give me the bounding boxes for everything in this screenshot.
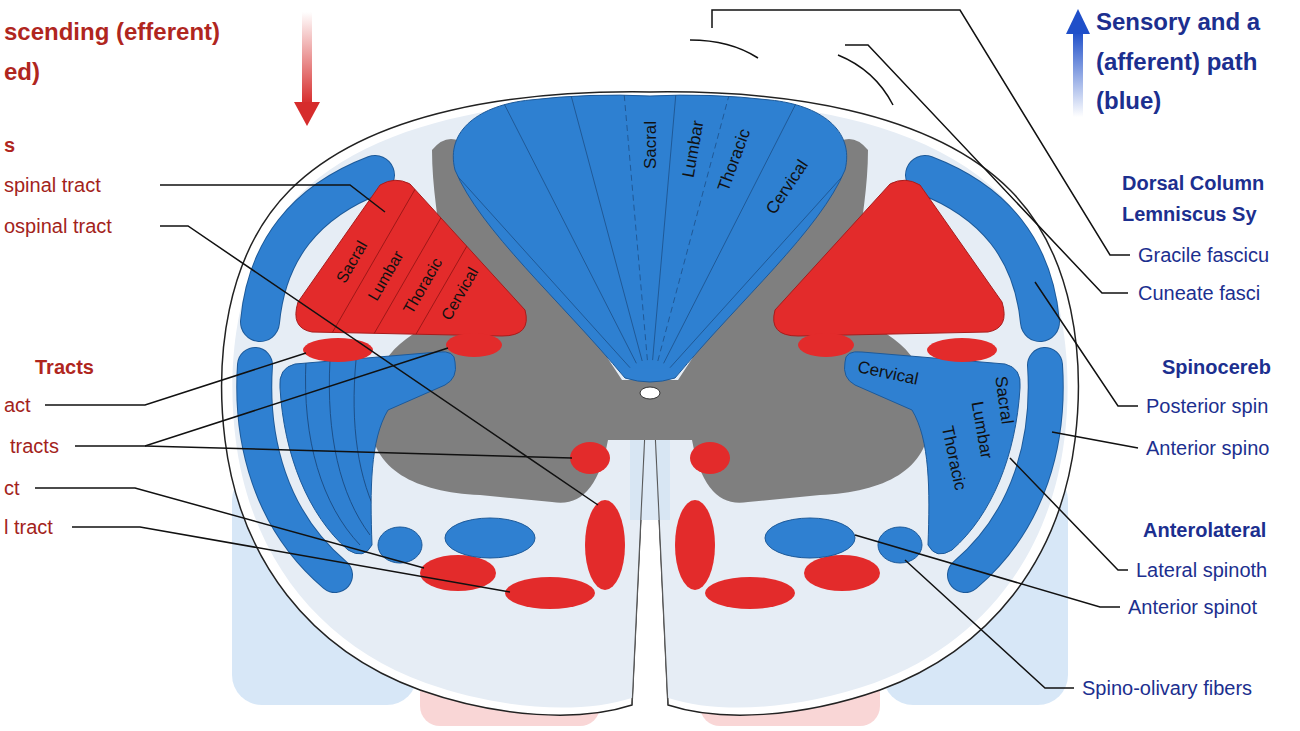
tract-ellipses-part — [765, 518, 855, 558]
leader-lines-part — [838, 55, 893, 105]
tract-ellipses-part — [690, 442, 730, 474]
group-heading: Dorsal Column — [1122, 172, 1264, 195]
tract-label: Spino-olivary fibers — [1082, 677, 1252, 700]
dorsal-column-part — [640, 387, 660, 399]
segment-label: Sacral — [334, 238, 371, 285]
segment-label: Sacral — [992, 375, 1016, 425]
tract-label: ct — [4, 477, 20, 500]
pathway-heading: Sensory and a — [1096, 8, 1260, 36]
leader-lines-part — [75, 348, 448, 446]
segment-label: Lumbar — [366, 249, 407, 304]
tract-label: spinal tract — [4, 174, 101, 197]
dorsal-column-part-part — [562, 62, 642, 361]
tract-ellipses-part — [675, 500, 715, 590]
leader-lines-part — [712, 10, 1130, 255]
segment-label: Lumbar — [969, 400, 996, 460]
tract-label: tracts — [10, 435, 59, 458]
tract-label: act — [4, 394, 31, 417]
lateral-corticospinal-part — [296, 180, 526, 336]
pathway-heading: ed) — [4, 58, 40, 86]
tract-ellipses-part — [505, 577, 595, 609]
group-heading: Spinocereb — [1162, 356, 1271, 379]
dorsal-column-part-part — [653, 51, 680, 360]
tract-ellipses-part — [804, 555, 880, 591]
lateral-corticospinal-part-part — [355, 194, 455, 367]
tract-ellipses-part — [585, 500, 625, 590]
segment-label: Cervical — [439, 265, 482, 323]
leader-lines-part — [1052, 432, 1138, 448]
tract-ellipses-part — [705, 577, 795, 609]
segment-label: Lumbar — [679, 119, 706, 179]
direction-arrows — [294, 9, 1090, 126]
tract-ellipses-part — [445, 518, 535, 558]
segment-label: Thoracic — [715, 126, 753, 193]
cord-outline-part — [632, 430, 668, 705]
tract-label: Anterior spinot — [1128, 596, 1257, 619]
tract-ellipses-part — [446, 333, 502, 357]
tract-label: Lateral spinoth — [1136, 559, 1267, 582]
tract-label: Cuneate fasci — [1138, 282, 1260, 305]
leader-lines-part — [845, 45, 1128, 293]
segment-label: Cervical — [856, 358, 920, 387]
direction-arrows-part — [294, 102, 320, 126]
lateral-corticospinal-part — [774, 180, 1004, 336]
segment-label: Cervical — [763, 157, 811, 217]
tract-ellipses-part — [420, 555, 496, 591]
pathway-heading: (afferent) path — [1096, 48, 1257, 76]
tract-label: Anterior spino — [1146, 437, 1269, 460]
leader-lines-part — [855, 535, 1120, 607]
tract-ellipses-part — [927, 338, 997, 362]
segment-label: Thoracic — [401, 255, 446, 316]
spinocerebellar-bands — [254, 175, 1045, 575]
dorsal-column-part-part — [620, 51, 647, 360]
group-heading: Anterolateral — [1143, 519, 1266, 542]
leader-lines-part — [160, 226, 598, 505]
lateral-spinothalamic-part — [844, 352, 1020, 554]
tract-ellipses-part — [570, 442, 610, 474]
leader-lines — [35, 10, 1138, 688]
leader-lines-part — [160, 185, 385, 212]
tract-label: l tract — [4, 516, 53, 539]
direction-arrows-part — [1066, 9, 1090, 34]
segment-label: Sacral — [642, 121, 659, 169]
tract-label: ospinal tract — [4, 215, 112, 238]
leader-lines-part — [905, 560, 1074, 688]
dorsal-column-part — [453, 95, 846, 382]
direction-arrows-part — [302, 12, 312, 104]
direction-arrows-part — [1073, 32, 1083, 117]
leader-lines-part — [35, 488, 424, 568]
dorsal-column-part-part — [658, 62, 738, 361]
group-heading: Tracts — [35, 356, 94, 379]
leader-lines-part — [1010, 458, 1128, 570]
leader-lines-part — [1035, 282, 1138, 406]
leader-lines-part — [690, 40, 758, 58]
lateral-spinothalamic-part-part — [329, 360, 370, 535]
segment-label: Thoracic — [939, 424, 969, 491]
dorsal-column — [423, 51, 878, 399]
lateral-corticospinal-part-part — [319, 182, 419, 355]
tract-ellipses-part — [798, 333, 854, 357]
tract-label: Posterior spin — [1146, 395, 1268, 418]
tract-ellipses-part — [878, 527, 922, 563]
lateral-spinothalamic-part-part — [354, 360, 380, 520]
tract-label: Gracile fascicu — [1138, 244, 1269, 267]
leader-lines-part — [145, 446, 572, 458]
pathway-heading: scending (efferent) — [4, 18, 220, 46]
lateral-corticospinal — [296, 180, 1004, 376]
group-heading: Lemniscus Sy — [1122, 203, 1257, 226]
pathway-heading: (blue) — [1096, 87, 1161, 115]
leader-lines-part — [72, 527, 510, 592]
group-heading: s — [4, 134, 15, 157]
tract-ellipses-part — [303, 338, 373, 362]
